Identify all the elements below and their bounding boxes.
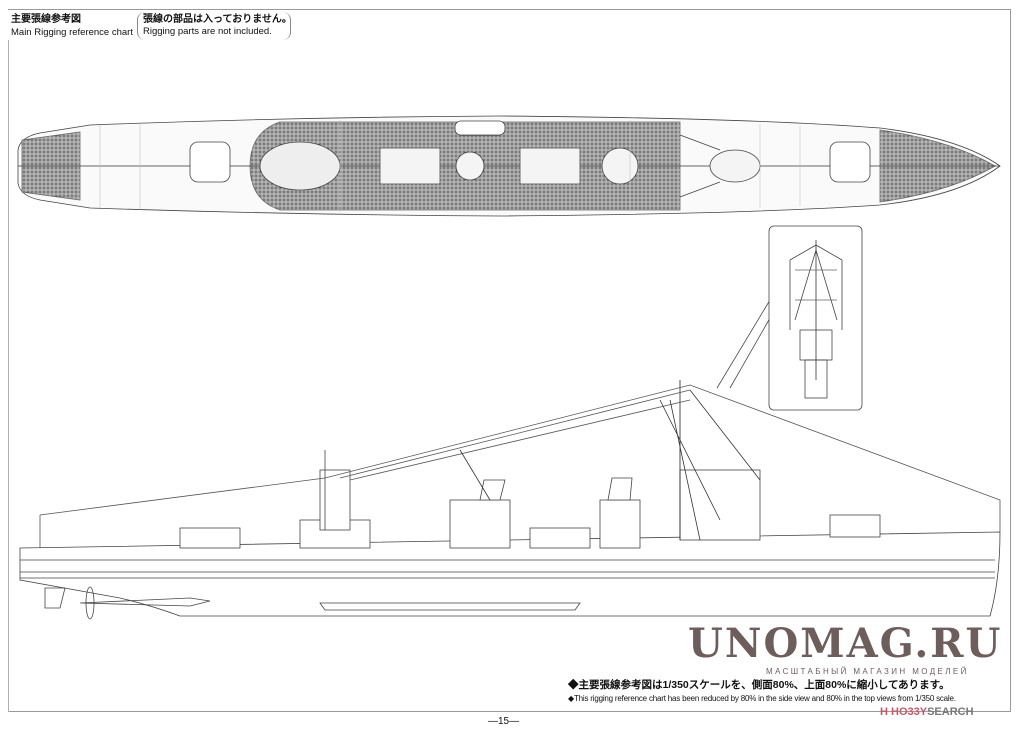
watermark-subtitle: МАСШТАБНЫЙ МАГАЗИН МОДЕЛЕЙ	[766, 667, 969, 676]
watermark-title: UNOMAG.RU	[688, 620, 1003, 667]
logo-search: SEARCH	[927, 706, 974, 718]
mast-detail-inset	[716, 225, 863, 411]
notice-box: 張線の部品は入っておりません。 Rigging parts are not in…	[137, 12, 292, 40]
page-number: —15—	[488, 716, 520, 727]
title-en: Main Rigging reference chart	[11, 27, 133, 38]
notice-jp: 張線の部品は入っておりません。	[143, 14, 292, 25]
page-frame	[8, 9, 1011, 712]
notice-en: Rigging parts are not included.	[143, 26, 272, 37]
title-jp: 主要張線参考図	[11, 14, 81, 25]
ship-top-view	[17, 115, 1001, 217]
logo-hobby: HO33Y	[891, 706, 928, 718]
scale-note-en: ◆This rigging reference chart has been r…	[568, 694, 956, 703]
logo-mark: H	[880, 706, 888, 718]
hobby-search-logo: H HO33YSEARCH	[880, 706, 974, 718]
page-frame-left	[8, 40, 9, 712]
ship-side-view	[19, 380, 1001, 620]
scale-note-jp: ◆主要張線参考図は1/350スケールを、側面80%、上面80%に縮小してあります…	[568, 679, 950, 691]
